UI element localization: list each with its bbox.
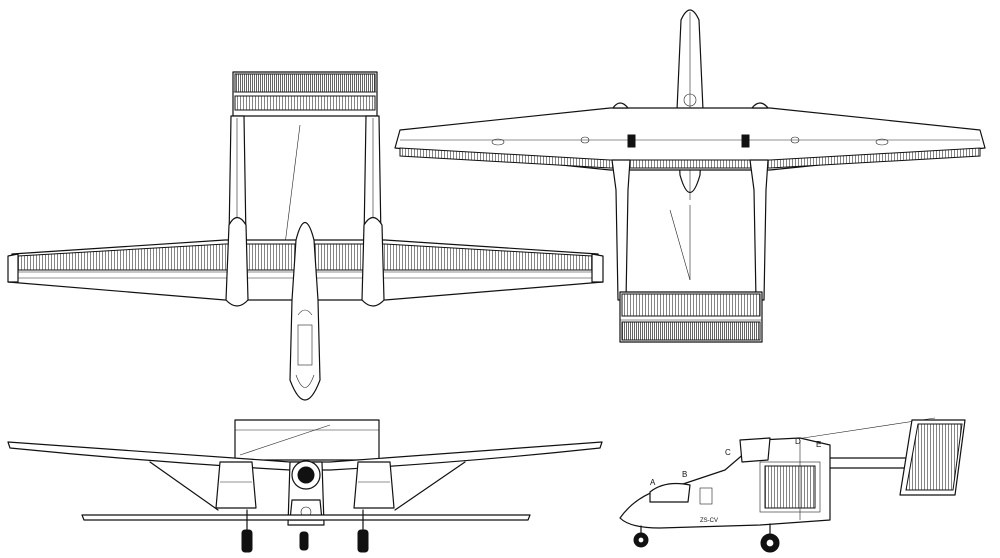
front-view-tail — [234, 419, 380, 461]
bottom-view-tailplane — [619, 291, 763, 343]
side-view-fuselage — [619, 437, 831, 529]
registration-mark: ZS-CV — [700, 518, 718, 524]
label-a: A — [650, 478, 656, 487]
front-view-nacelles — [215, 461, 395, 509]
label-b: B — [682, 470, 687, 479]
front-view-lower-rail — [81, 514, 531, 521]
side-view-labels: A B C D E ZS-CV — [650, 437, 821, 524]
front-view — [7, 419, 603, 553]
top-view-fuselage — [289, 221, 321, 401]
label-e: E — [816, 440, 821, 449]
bottom-view — [394, 9, 986, 343]
top-view-tailplane — [232, 71, 378, 117]
side-view-wheels — [633, 523, 780, 553]
side-view-fin — [899, 419, 966, 496]
bottom-view-fuselage — [676, 9, 704, 200]
bottom-view-wing — [394, 102, 986, 171]
top-view — [7, 71, 604, 401]
side-view: A B C D E ZS-CV — [619, 417, 966, 553]
top-view-wing — [7, 239, 604, 301]
label-d: D — [795, 437, 801, 446]
label-c: C — [725, 448, 731, 457]
top-view-nacelles — [225, 216, 385, 307]
bottom-view-booms — [611, 159, 769, 301]
front-view-struts — [149, 461, 466, 511]
front-view-wheels — [241, 509, 369, 553]
